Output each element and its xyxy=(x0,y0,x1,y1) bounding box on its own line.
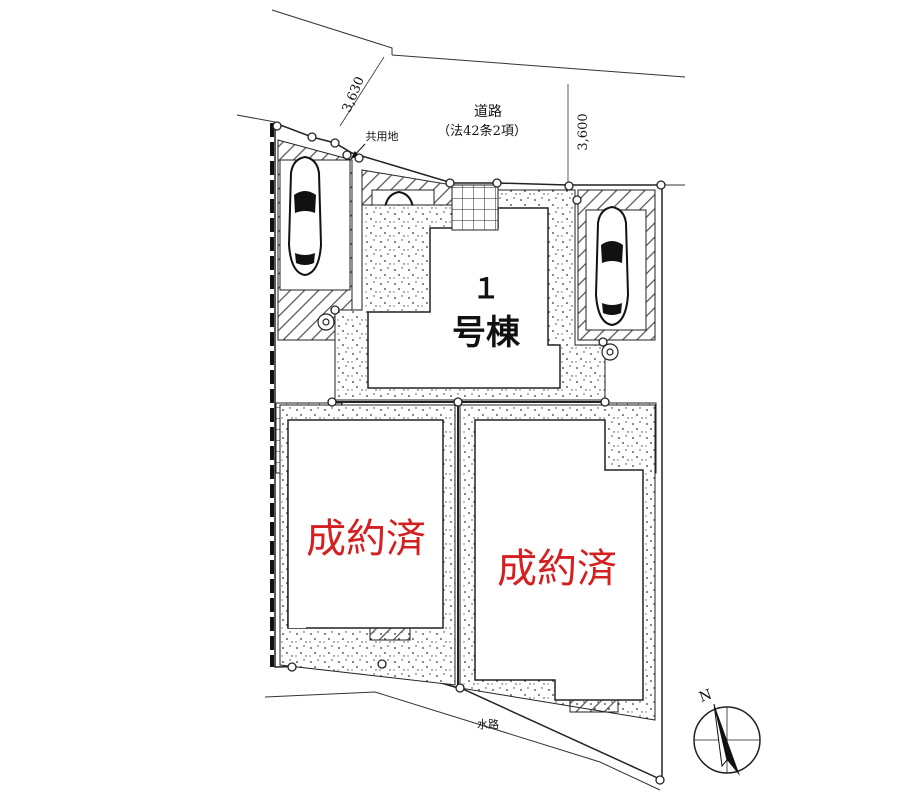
road-legal-basis: （法42条2項） xyxy=(437,123,527,139)
compass-north-label: N xyxy=(697,687,714,706)
road-width-left: 3,630 xyxy=(340,75,368,115)
road-name: 道路 xyxy=(474,104,502,120)
water-channel-lines xyxy=(264,691,661,791)
car-icon xyxy=(287,155,323,277)
road-width-right: 3,600 xyxy=(576,113,591,150)
meter-icon xyxy=(317,313,619,361)
lot-2-status: 成約済 xyxy=(306,516,426,562)
lot-3-status: 成約済 xyxy=(497,546,617,592)
building-1-label: 号棟 xyxy=(452,313,521,353)
car-icon xyxy=(594,205,630,327)
compass: N xyxy=(693,687,761,776)
water-channel-label: 水路 xyxy=(477,718,499,731)
shared-land-arrow xyxy=(350,143,366,160)
road-lines xyxy=(236,9,686,186)
shared-land-label: 共用地 xyxy=(366,130,399,143)
lot-3-building xyxy=(474,419,644,701)
compass-needle-icon xyxy=(713,703,740,776)
boundary-markers xyxy=(272,121,666,785)
building-1-number: １ xyxy=(472,272,500,305)
